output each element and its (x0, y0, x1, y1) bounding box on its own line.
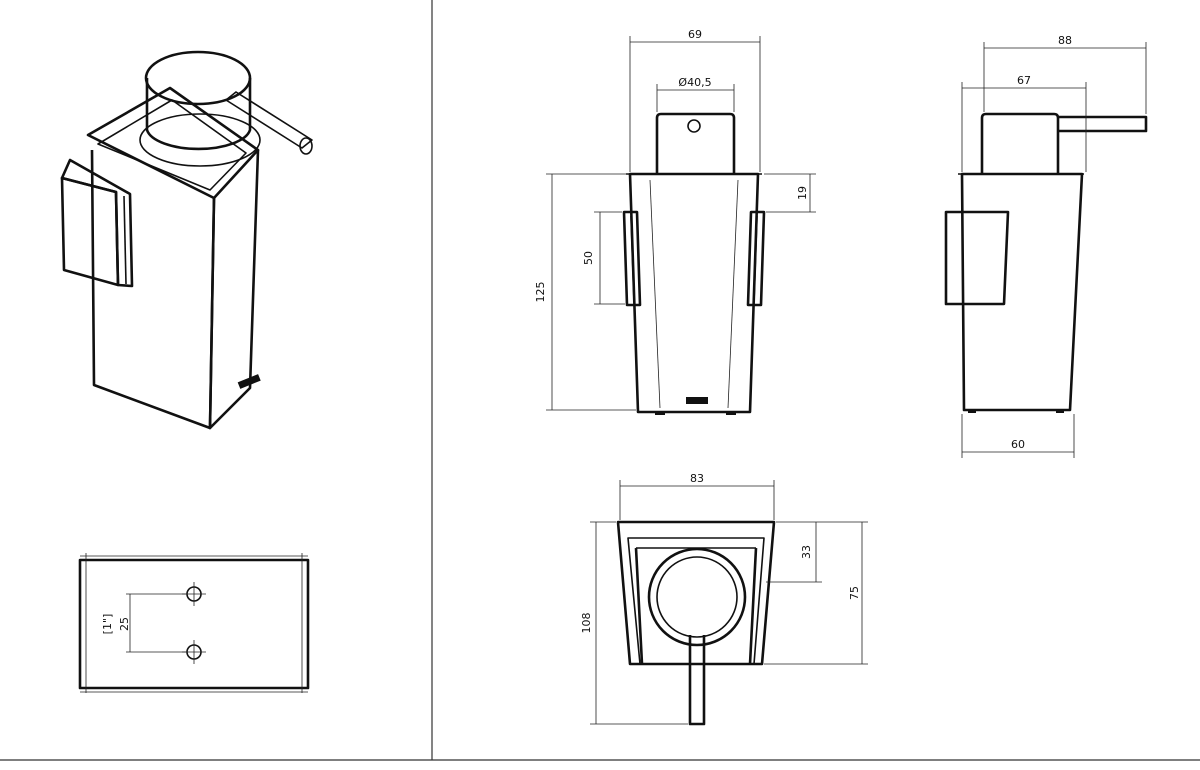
dim-total-height: 125 (534, 282, 547, 303)
dim-side-base-depth: 60 (1011, 438, 1025, 451)
front-pump-hole (687, 119, 701, 133)
front-bracket-right (746, 210, 766, 307)
side-spout (1058, 115, 1148, 133)
dim-bracket-height: 50 (582, 251, 595, 265)
iso-right-face (208, 149, 260, 430)
front-view: 69 Ø40,5 125 50 19 (534, 28, 816, 415)
top-outline (616, 520, 776, 666)
dim-top-total-depth: 108 (580, 613, 593, 634)
top-pump-inner (656, 556, 738, 638)
iso-brand-logo (237, 374, 261, 389)
dim-top-bracket-depth: 33 (800, 545, 813, 559)
top-pump-outer (647, 547, 747, 647)
wall-plate-view: 25 [1"] (78, 553, 310, 693)
front-bracket-left (622, 210, 642, 307)
hole-spacing-inch-label: [1"] (101, 614, 114, 635)
iso-pump-collar (139, 113, 261, 167)
dim-top-width: 83 (690, 472, 704, 485)
iso-pump-cylinder (145, 78, 252, 151)
front-pump (655, 112, 736, 174)
side-body (960, 172, 1084, 412)
iso-spout (225, 91, 313, 149)
dim-top-body-depth: 75 (848, 586, 861, 600)
dim-pump-height: 19 (796, 186, 809, 200)
isometric-view (60, 50, 313, 430)
front-brand-logo (686, 397, 708, 404)
dim-front-width: 69 (688, 28, 702, 41)
wall-plate-outline (78, 558, 310, 690)
dim-pump-diameter: Ø40,5 (678, 76, 711, 89)
top-inner-rim (627, 537, 765, 665)
side-bracket (944, 210, 1010, 306)
hole-spacing-label: 25 (118, 617, 131, 631)
top-spout (688, 635, 706, 726)
iso-spout-tip (299, 137, 313, 155)
dim-side-total-depth: 88 (1058, 34, 1072, 47)
iso-pump-top (144, 50, 252, 106)
top-view: 83 108 33 75 (580, 472, 868, 726)
iso-bracket-side (60, 158, 134, 288)
dim-side-pump-depth: 67 (1017, 74, 1031, 87)
side-pump (980, 112, 1060, 174)
front-body (628, 172, 760, 414)
side-view: 88 67 60 (944, 34, 1148, 458)
iso-bracket-edge (123, 195, 127, 285)
iso-bracket-face (60, 176, 120, 287)
